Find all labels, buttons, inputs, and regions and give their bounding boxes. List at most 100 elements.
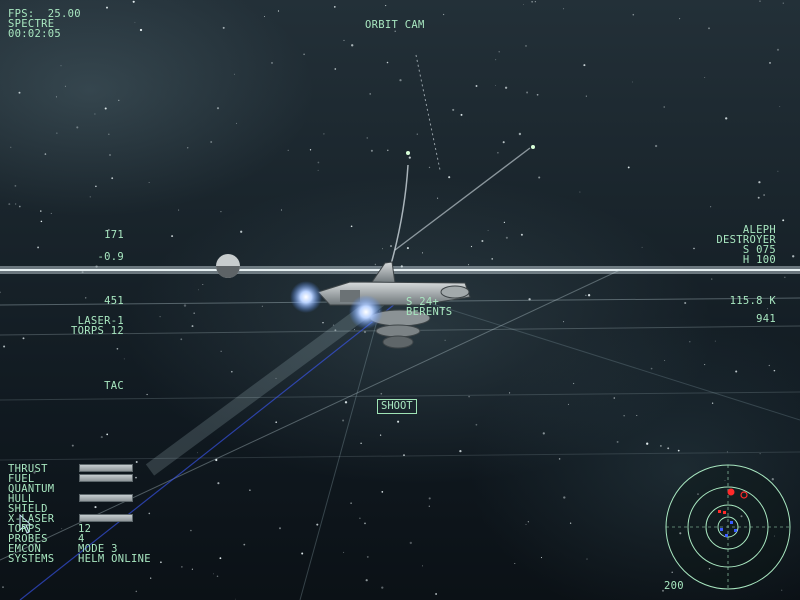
status-label-systems: SYSTEMS (8, 553, 55, 565)
status-label-quantum: QUANTUM (8, 483, 55, 495)
star (106, 433, 109, 436)
star (416, 133, 418, 135)
star (536, 93, 539, 96)
star (50, 212, 52, 214)
star (106, 6, 108, 9)
star (219, 557, 222, 560)
camera-mode-label[interactable]: ORBIT CAM (365, 19, 425, 31)
radar-friendly-blip (730, 521, 733, 524)
star (390, 245, 392, 247)
status-label-torps: TORPS (8, 523, 42, 535)
star (563, 321, 565, 323)
star (323, 133, 325, 135)
shoot-button[interactable]: SHOOT (377, 399, 417, 414)
star (661, 589, 665, 592)
star (773, 535, 776, 537)
star (654, 144, 658, 148)
radar-hostile-blip (718, 510, 721, 513)
star (740, 515, 743, 518)
star (18, 205, 21, 208)
star (558, 458, 561, 460)
star (386, 61, 389, 64)
star (317, 161, 320, 164)
star (94, 506, 97, 509)
star (40, 210, 42, 212)
star (94, 113, 96, 115)
star (684, 301, 687, 305)
radar-hostile-blip (727, 488, 735, 496)
star (279, 527, 281, 530)
star (135, 590, 138, 593)
star (646, 442, 649, 445)
status-value-systems: HELM ONLINE (78, 553, 151, 565)
star (442, 13, 445, 16)
star (538, 176, 541, 179)
star (132, 0, 135, 3)
star (334, 329, 337, 332)
star (437, 197, 439, 199)
star (261, 305, 263, 307)
star (502, 141, 505, 144)
star (370, 149, 373, 152)
star (3, 345, 6, 348)
star (585, 95, 587, 97)
star (264, 16, 265, 17)
star (100, 436, 103, 439)
star (505, 236, 508, 239)
star (394, 30, 396, 32)
ship-tag-name: BERENTS (406, 306, 453, 318)
star (518, 132, 522, 136)
star (366, 137, 368, 139)
star (616, 440, 619, 443)
star (767, 308, 769, 310)
star (708, 27, 710, 30)
star (217, 482, 220, 485)
star (354, 329, 355, 331)
hull-bar (79, 494, 133, 502)
star (215, 458, 218, 462)
star (2, 586, 4, 588)
status-value-emcon: MODE 3 (78, 543, 118, 555)
star (777, 170, 779, 172)
star (81, 271, 84, 274)
star (14, 185, 17, 187)
radar-scope[interactable] (665, 464, 791, 590)
star (364, 522, 366, 525)
star (317, 169, 319, 171)
star (504, 86, 508, 89)
star (540, 557, 543, 559)
star (135, 476, 137, 479)
star (399, 79, 402, 82)
star (491, 258, 493, 260)
radar-friendly-blip (734, 529, 737, 532)
star (514, 563, 516, 564)
star (350, 502, 352, 504)
status-label-probes: PROBES (8, 533, 48, 545)
star (567, 403, 569, 405)
planet (216, 254, 240, 278)
star (381, 491, 384, 493)
star (526, 91, 529, 94)
star (60, 65, 62, 67)
star (632, 13, 635, 16)
status-value-probes: 4 (78, 533, 85, 545)
star (534, 1, 536, 3)
status-label-xlaser: X-LASER (8, 513, 55, 525)
star (146, 393, 148, 396)
star (613, 397, 616, 399)
star (435, 593, 438, 595)
selected-weapon: LASER-1 (77, 315, 124, 327)
star (104, 107, 107, 110)
star (563, 8, 565, 10)
star (365, 579, 368, 582)
engine-glow-left (290, 281, 322, 313)
star (768, 364, 770, 367)
star (139, 28, 143, 32)
star (369, 93, 371, 95)
star (725, 117, 728, 120)
star (782, 2, 784, 4)
star (181, 566, 183, 568)
star (197, 452, 198, 454)
star (641, 246, 643, 248)
